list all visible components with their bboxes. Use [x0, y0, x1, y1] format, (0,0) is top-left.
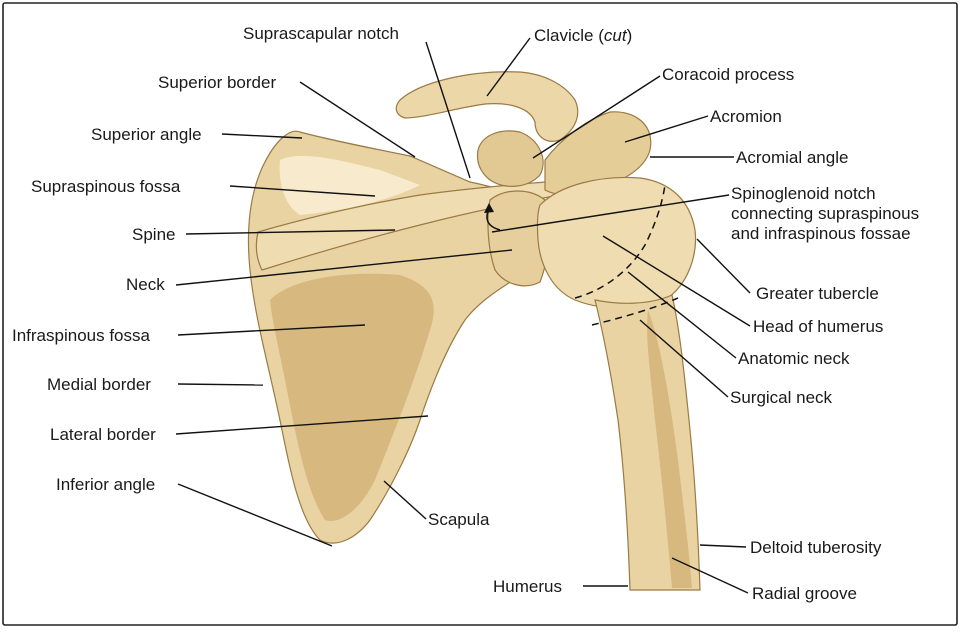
- label-superior-border: Superior border: [158, 73, 276, 92]
- label-neck: Neck: [126, 275, 165, 294]
- leader-deltoid-tuberosity: [700, 545, 746, 547]
- label-clavicle: Clavicle (cut): [534, 26, 632, 45]
- leader-medial-border: [178, 384, 263, 385]
- label-radial-groove: Radial groove: [752, 584, 857, 603]
- label-medial-border: Medial border: [47, 375, 151, 394]
- coracoid-shape: [478, 131, 544, 186]
- label-coracoid-process: Coracoid process: [662, 65, 794, 84]
- label-humerus: Humerus: [493, 577, 562, 596]
- humeral-head-shape: [537, 177, 695, 308]
- label-scapula: Scapula: [428, 510, 490, 529]
- label-spine: Spine: [132, 225, 175, 244]
- label-lateral-border: Lateral border: [50, 425, 156, 444]
- label-head-of-humerus: Head of humerus: [753, 317, 883, 336]
- label-supraspinous-fossa: Supraspinous fossa: [31, 177, 181, 196]
- label-deltoid-tuberosity: Deltoid tuberosity: [750, 538, 882, 557]
- label-inferior-angle: Inferior angle: [56, 475, 155, 494]
- label-greater-tubercle: Greater tubercle: [756, 284, 879, 303]
- label-suprascapular-notch: Suprascapular notch: [243, 24, 399, 43]
- label-acromial-angle: Acromial angle: [736, 148, 848, 167]
- label-surgical-neck: Surgical neck: [730, 388, 833, 407]
- label-spinoglenoid-notch: Spinoglenoid notch connecting supraspino…: [731, 184, 924, 243]
- leader-greater-tubercle: [697, 239, 750, 293]
- label-superior-angle: Superior angle: [91, 125, 202, 144]
- label-infraspinous-fossa: Infraspinous fossa: [12, 326, 151, 345]
- clavicle-shape: [396, 72, 577, 142]
- label-anatomic-neck: Anatomic neck: [738, 349, 850, 368]
- label-acromion: Acromion: [710, 107, 782, 126]
- leader-scapula: [384, 481, 426, 519]
